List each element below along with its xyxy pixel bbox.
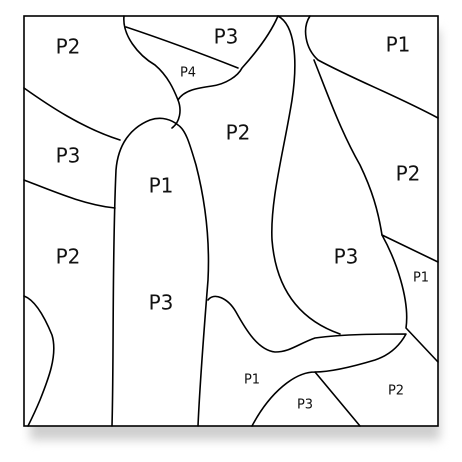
boundary-tall-pillar: [111, 117, 210, 427]
label-p3-pillar-bottom: P3: [149, 291, 174, 315]
boundary-p3-p4-split: [125, 26, 239, 69]
label-p1-right-wedge: P1: [413, 271, 429, 286]
label-p3-right: P3: [334, 245, 359, 269]
label-p3-top-center: P3: [214, 25, 239, 49]
label-p3-bottom: P3: [297, 398, 313, 413]
label-p2-center: P2: [226, 121, 251, 145]
boundary-central-p2: [271, 15, 341, 335]
boundary-top-right-p1: [304, 15, 439, 119]
boundary-right-p1-wedge: [381, 234, 439, 363]
boundary-p2-p3-left: [23, 87, 121, 141]
label-p2-top-left: P2: [56, 35, 81, 59]
boundary-right-p2-p3: [313, 59, 383, 236]
label-p2-lower-left: P2: [56, 245, 81, 269]
label-p3-left: P3: [56, 144, 81, 168]
boundary-p3-p2-left: [23, 179, 116, 209]
label-p1-pillar: P1: [149, 174, 174, 198]
boundary-bottom-left-blob: [23, 295, 55, 427]
boundary-lower-middle: [207, 295, 407, 373]
label-p4-top: P4: [180, 66, 196, 81]
label-p1-bottom: P1: [244, 373, 260, 388]
label-p1-top-right: P1: [386, 33, 411, 57]
boundary-p2-upper-left: [171, 99, 181, 129]
boundary-bottom-p1-p3: [251, 371, 361, 427]
label-p2-bottom-right: P2: [388, 384, 404, 399]
label-p2-right: P2: [396, 162, 421, 186]
boundary-top-band: [123, 15, 279, 101]
